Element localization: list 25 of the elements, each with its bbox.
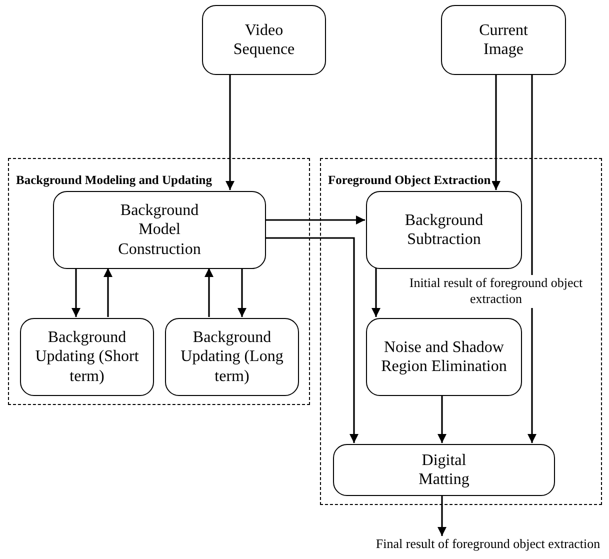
process-box: Background Updating (Long term): [165, 318, 299, 396]
arrow: [226, 75, 234, 190]
output-text: Final result of foreground object extraction: [368, 536, 608, 554]
process-box: Background Updating (Short term): [20, 318, 154, 396]
dashed-group: [8, 158, 310, 405]
arrow: [72, 268, 80, 317]
group-title: Foreground Object Extraction: [327, 173, 492, 188]
process-box: Background Model Construction: [53, 191, 266, 269]
arrow: [238, 268, 246, 317]
process-box: Current Image: [441, 5, 566, 75]
arrow: [492, 75, 500, 190]
dashed-group: [320, 158, 602, 505]
arrow: [528, 75, 536, 443]
group-title: Background Modeling and Updating: [15, 173, 214, 188]
arrow: [204, 268, 214, 317]
arrow: [265, 216, 365, 224]
process-box: Digital Matting: [333, 444, 555, 496]
arrow: [438, 495, 446, 536]
process-box: Video Sequence: [202, 5, 326, 75]
process-box: Background Subtraction: [366, 191, 522, 269]
process-box: Noise and Shadow Region Elimination: [366, 318, 522, 396]
arrow: [438, 395, 446, 443]
arrow: [372, 268, 380, 317]
arrow: [265, 237, 358, 443]
arrow: [104, 268, 112, 317]
